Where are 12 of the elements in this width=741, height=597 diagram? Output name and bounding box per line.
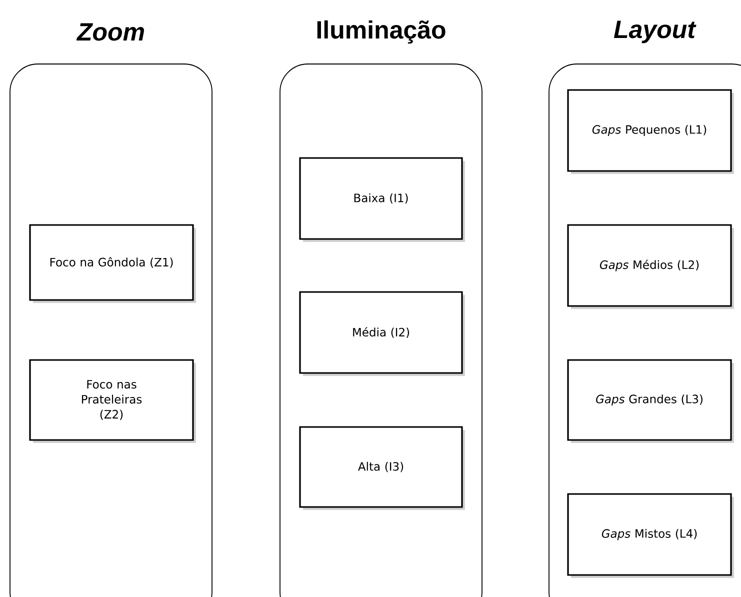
option-box: Gaps Pequenos (L1) (567, 89, 734, 174)
column-heading: Zoom (76, 23, 144, 41)
option-box: Média (I2) (299, 291, 465, 376)
option-box: Alta (I3) (299, 426, 465, 510)
option-box: Gaps Médios (L2) (567, 224, 734, 309)
column-heading: Iluminação (317, 20, 446, 44)
option-box: Gaps Mistos (L4) (567, 493, 734, 578)
option-box: Foco nas Prateleiras (Z2) (29, 359, 196, 443)
option-box: Baixa (I1) (299, 157, 465, 242)
option-box: Gaps Grandes (L3) (567, 359, 734, 443)
column-heading: Layout (614, 20, 696, 44)
option-box: Foco na Gôndola (Z1) (29, 224, 196, 303)
